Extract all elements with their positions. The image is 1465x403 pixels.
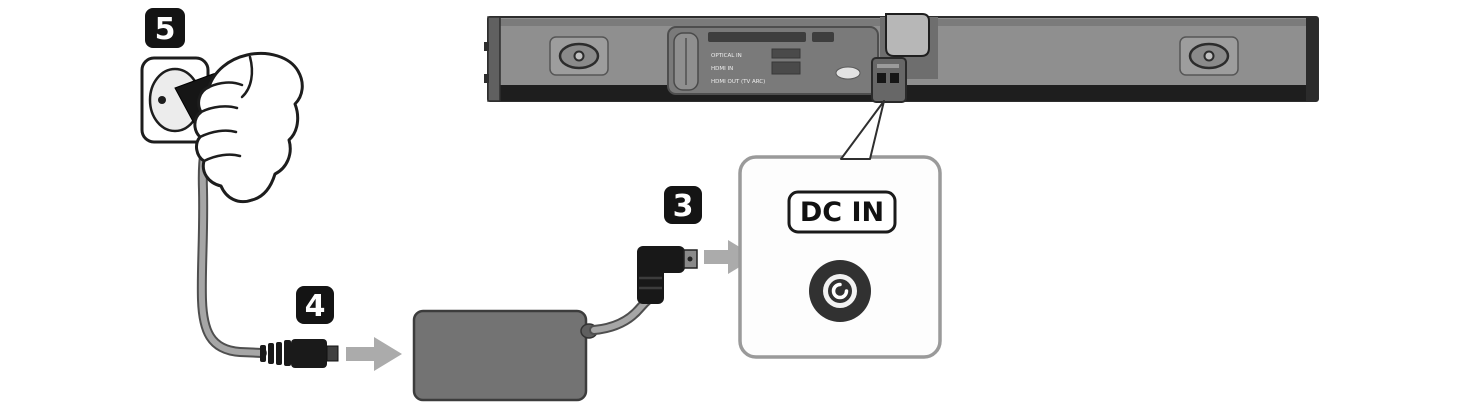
callout-pointer — [840, 100, 885, 160]
strain-relief-rib — [260, 345, 266, 362]
dc-jack-icon — [809, 260, 871, 322]
badge-background — [664, 186, 702, 224]
finger-line — [202, 153, 242, 163]
dc-elbow-plug — [637, 246, 698, 304]
cord-connector — [260, 339, 339, 368]
dc-in-label-border — [787, 190, 897, 234]
port-label-optical: OPTICAL IN — [711, 53, 742, 59]
step-3-number: 3 — [673, 189, 694, 224]
soundbar-right-cap — [1306, 17, 1318, 101]
finger-line — [198, 129, 238, 139]
keyhole-screw-hole — [1203, 50, 1215, 62]
hdmi-port — [771, 61, 801, 75]
finger-line — [207, 81, 244, 89]
plug-tip-hole — [687, 256, 693, 262]
step-4-badge: 4 — [296, 286, 334, 324]
adapter-body — [412, 309, 588, 402]
optical-port — [771, 48, 801, 59]
badge-background — [145, 8, 185, 48]
dc-in-port-plate — [871, 57, 907, 103]
arrow-right-icon — [346, 337, 402, 371]
connector-body — [291, 339, 327, 368]
soundbar-dc-in-area — [871, 13, 938, 103]
jack-center-pin — [828, 279, 852, 303]
badge-background — [296, 286, 334, 324]
step-5-badge: 5 — [145, 8, 185, 48]
keyhole-screw-hole — [573, 50, 585, 62]
outlet-pin-hole — [158, 96, 166, 104]
dc-in-switch — [890, 73, 899, 83]
step-5-number: 5 — [155, 12, 176, 47]
step-4-number: 4 — [305, 289, 326, 324]
dc-in-jack — [877, 73, 886, 83]
arrow-right-icon — [704, 240, 756, 274]
dc-in-label: DC IN — [787, 190, 897, 234]
soundbar-connection-panel: OPTICAL IN HDMI IN HDMI OUT (TV ARC) — [667, 26, 879, 95]
plug-elbow — [637, 246, 685, 273]
finger-line — [199, 105, 239, 114]
step-3-badge: 3 — [664, 186, 702, 224]
hand-silhouette — [193, 51, 304, 204]
label-sticker — [835, 66, 861, 80]
mount-bracket — [885, 13, 930, 57]
port-slot — [812, 32, 834, 42]
dc-in-port-label-mark — [877, 64, 899, 68]
strain-relief-rib — [284, 340, 291, 366]
strain-relief-rib — [268, 343, 274, 364]
jack-pin-curl — [831, 282, 849, 300]
soundbar-left-tab — [484, 42, 489, 51]
connector-tip — [326, 345, 339, 362]
ac-adapter — [412, 309, 598, 402]
dc-in-label-text: DC IN — [800, 197, 884, 228]
callout-box — [738, 155, 942, 359]
soundbar-left-tab — [484, 74, 489, 83]
soundbar-left-cap — [487, 16, 501, 102]
strain-relief-rib — [276, 342, 282, 365]
thumb-line — [240, 55, 254, 99]
soundbar: OPTICAL IN HDMI IN HDMI OUT (TV ARC) — [484, 13, 1319, 103]
port-label-hdmi-out: HDMI OUT (TV ARC) — [711, 79, 765, 85]
hand-holding-plug — [193, 51, 304, 204]
soundbar-keyhole-right — [1179, 36, 1239, 76]
soundbar-keyhole-left — [549, 36, 609, 76]
port-slot — [708, 32, 806, 42]
port-label-hdmi-in: HDMI IN — [711, 66, 733, 72]
